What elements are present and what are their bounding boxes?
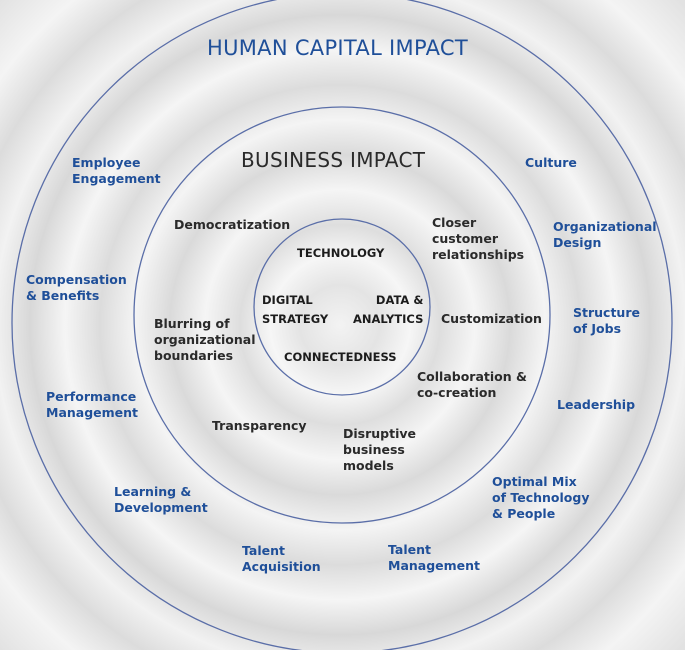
outer-ring: [11, 0, 673, 650]
human-capital-impact-title: HUMAN CAPITAL IMPACT: [207, 36, 468, 60]
blurring-of-boundaries-label: Blurring of organizational boundaries: [154, 316, 256, 363]
middle-ring: [133, 106, 551, 524]
performance-management-label: Performance Management: [46, 389, 139, 420]
transparency-label: Transparency: [212, 418, 307, 433]
leadership-label: Leadership: [557, 397, 636, 412]
culture-label: Culture: [525, 155, 577, 170]
customization-label: Customization: [441, 311, 542, 326]
organizational-design-label: Organizational Design: [553, 219, 657, 250]
business-impact-title: BUSINESS IMPACT: [241, 148, 426, 172]
compensation-benefits-label: Compensation & Benefits: [26, 272, 127, 303]
technology-label: TECHNOLOGY: [297, 246, 385, 260]
learning-development-label: Learning & Development: [114, 484, 208, 515]
talent-acquisition-label: Talent Acquisition: [242, 543, 321, 574]
connectedness-label: CONNECTEDNESS: [284, 350, 397, 364]
democratization-label: Democratization: [174, 217, 291, 232]
closer-customer-relationships-label: Closer customer relationships: [432, 215, 525, 262]
structure-of-jobs-label: Structure of Jobs: [573, 305, 640, 336]
optimal-mix-label: Optimal Mix of Technology & People: [492, 474, 590, 521]
collaboration-co-creation-label: Collaboration & co-creation: [417, 369, 527, 400]
disruptive-business-models-label: Disruptive business models: [343, 426, 416, 473]
digital-strategy-label: DIGITAL STRATEGY: [262, 293, 329, 326]
data-analytics-label: DATA & ANALYTICS: [353, 293, 424, 326]
employee-engagement-label: Employee Engagement: [72, 155, 161, 186]
inner-ring: [253, 218, 431, 396]
talent-management-label: Talent Management: [388, 542, 481, 573]
